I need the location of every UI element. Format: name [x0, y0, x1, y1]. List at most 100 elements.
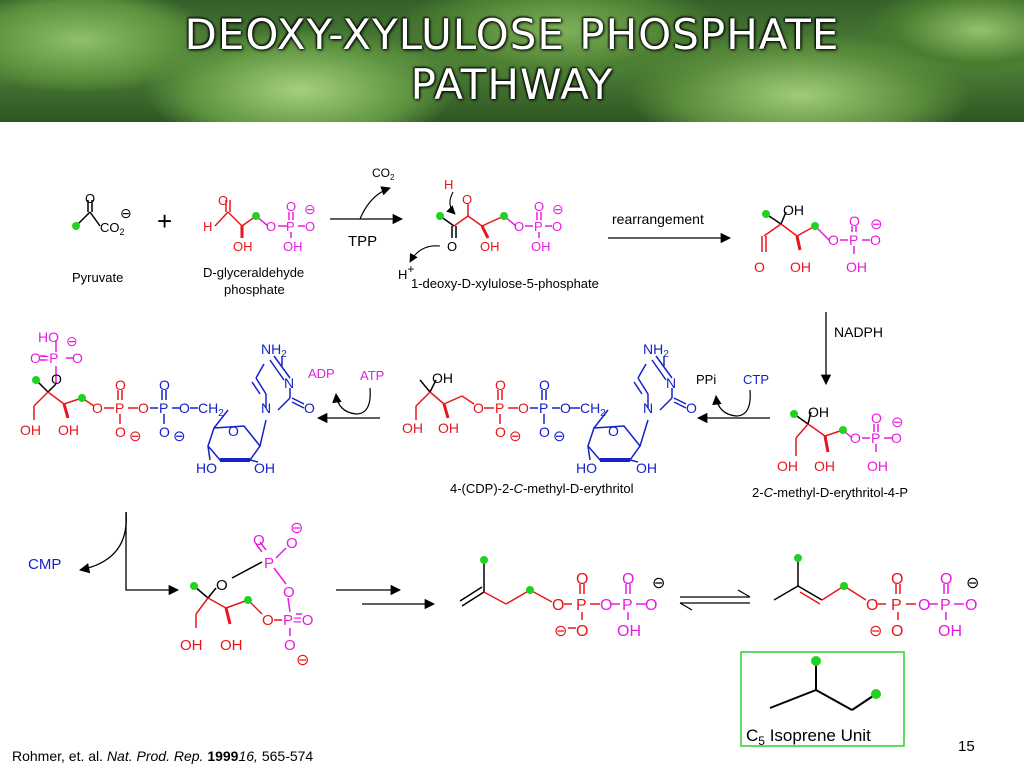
mecpp-oh-1: OH — [180, 637, 203, 654]
adp-release-arrow — [332, 387, 371, 415]
cdpme-p2-oxo: O — [539, 377, 550, 393]
title-line-2: PATHWAY — [410, 60, 614, 109]
label-carbon-dot — [252, 212, 260, 220]
mep-phosphorus: P — [871, 430, 880, 446]
label-carbon-dot — [78, 394, 86, 402]
gap-aldehyde-o: O — [218, 193, 228, 208]
dmapp-p2-charge: ⊖ — [966, 575, 979, 592]
citation-volume: 16, — [238, 748, 258, 764]
mep-structure — [793, 411, 892, 456]
page-number: 15 — [958, 738, 975, 755]
gap-label-1: D-glyceraldehyde — [203, 265, 304, 280]
ctp-label: CTP — [743, 372, 769, 387]
cdpme-label: 4-(CDP)-2-C-methyl-D-erythritol — [450, 481, 634, 496]
isoprene-unit-box — [740, 651, 905, 747]
dxp-charge: ⊖ — [552, 201, 564, 217]
mecpp-charge-1: ⊖ — [290, 520, 303, 537]
mecpp-ester-o: O — [262, 612, 274, 629]
cdpmep-p2-oxo: O — [159, 377, 170, 393]
citation-pages: 565-574 — [261, 748, 314, 764]
cdpme-structure — [415, 355, 687, 463]
label-carbon-dot — [72, 222, 80, 230]
aldehyde-oh-top: OH — [783, 202, 804, 218]
cdpmep-c2-o: O — [304, 400, 315, 416]
dxp-p-oxo: O — [534, 199, 544, 214]
gap-p-oxo: O — [286, 199, 296, 214]
label-carbon-dot — [871, 689, 881, 699]
dxp-hydroxyl-o: O — [462, 192, 472, 207]
aldehyde-structure — [761, 211, 870, 254]
gap-structure — [214, 200, 305, 238]
rearrangement-label: rearrangement — [612, 211, 704, 227]
mep-p-oh: OH — [867, 458, 888, 474]
ipp-p2-oh: OH — [617, 623, 641, 640]
cdpme-p2: P — [539, 400, 548, 416]
ipp-structure — [459, 560, 646, 629]
dmapp-p2: P — [940, 597, 951, 614]
citation-year: 1999 — [207, 748, 239, 764]
adp-label: ADP — [308, 366, 335, 381]
gap-aldehyde-h: H — [203, 219, 212, 234]
dmapp-p1: P — [891, 597, 902, 614]
dmapp-ester-o: O — [866, 597, 878, 614]
dxp-oh: OH — [480, 239, 500, 254]
cdpmep-p2-o: O — [159, 424, 170, 440]
aldehyde-p-oxo: O — [849, 213, 860, 229]
aldehyde-ester-o: O — [828, 232, 839, 248]
ppi-label: PPi — [696, 372, 716, 387]
dmapp-structure — [773, 560, 964, 620]
label-carbon-dot — [811, 222, 819, 230]
aldehyde-phosphorus: P — [849, 232, 858, 248]
cdpmep-p-oxo: O=P — [30, 350, 58, 366]
gap-phosphorus: P — [286, 219, 295, 234]
plus-sign: + — [157, 206, 172, 236]
citation-journal: Nat. Prod. Rep. — [106, 748, 204, 764]
cdpme-oh-ribose: OH — [636, 460, 657, 476]
dmapp-p1-oxo: O — [891, 571, 903, 588]
cdpme-n3: N — [666, 375, 676, 391]
mecpp-p2: P=O — [283, 612, 313, 629]
cdpmep-o-1: O — [92, 400, 103, 416]
label-carbon-dot — [839, 426, 847, 434]
ipp-p2: P — [622, 597, 633, 614]
gap-charge: ⊖ — [304, 201, 316, 217]
gap-p-o: O — [305, 219, 315, 234]
aldehyde-p-oh: OH — [846, 259, 867, 275]
cdpme-p2-charge: ⊖ — [553, 428, 566, 445]
cdpmep-oh-ribose: OH — [254, 460, 275, 476]
cdpme-c2-o: O — [686, 400, 697, 416]
cdpme-oh-3: OH — [438, 420, 459, 436]
label-carbon-dot — [811, 656, 821, 666]
cdpmep-o-3: O — [179, 400, 190, 416]
gap-hydroxyl: OH — [233, 239, 253, 254]
cdpmep-p1-charge: ⊖ — [129, 428, 142, 445]
pyruvate-label: Pyruvate — [72, 270, 123, 285]
citation: Rohmer, et. al. Nat. Prod. Rep. 199916, … — [12, 748, 313, 764]
mecpp-oh-3: OH — [220, 637, 243, 654]
ipp-p2-o: O — [645, 597, 657, 614]
cdpmep-oh-3: OH — [58, 422, 79, 438]
aldehyde-p-o: O — [870, 232, 881, 248]
title-banner: DEOXY-XYLULOSE PHOSPHATE PATHWAY — [0, 0, 1024, 122]
aldehyde-oh: OH — [790, 259, 811, 275]
dxp-proton: H+ — [398, 262, 414, 282]
gap-ester-o: O — [266, 219, 276, 234]
mep-charge: ⊖ — [891, 414, 904, 431]
citation-authors: Rohmer, et. al. — [12, 748, 104, 764]
cdpmep-p1-o: O — [115, 424, 126, 440]
label-carbon-dot — [190, 582, 198, 590]
gap-p-oh: OH — [283, 239, 303, 254]
isoprene-label: C5 Isoprene Unit — [746, 726, 871, 748]
ipp-p1-charge: ⊖ — [554, 623, 567, 640]
label-carbon-dot — [840, 582, 848, 590]
pyruvate-oxygen: O — [85, 191, 95, 206]
mep-p-oxo: O — [871, 410, 882, 426]
cdpmep-structure — [33, 340, 305, 463]
cdpme-nh2: NH2 — [643, 341, 669, 360]
dmapp-p2-o: O — [965, 597, 977, 614]
cdpmep-n1: N — [261, 400, 271, 416]
label-carbon-dot — [244, 596, 252, 604]
mecpp-bridge-o2: O — [283, 584, 295, 601]
ipp-p1-oxo: O — [576, 571, 588, 588]
